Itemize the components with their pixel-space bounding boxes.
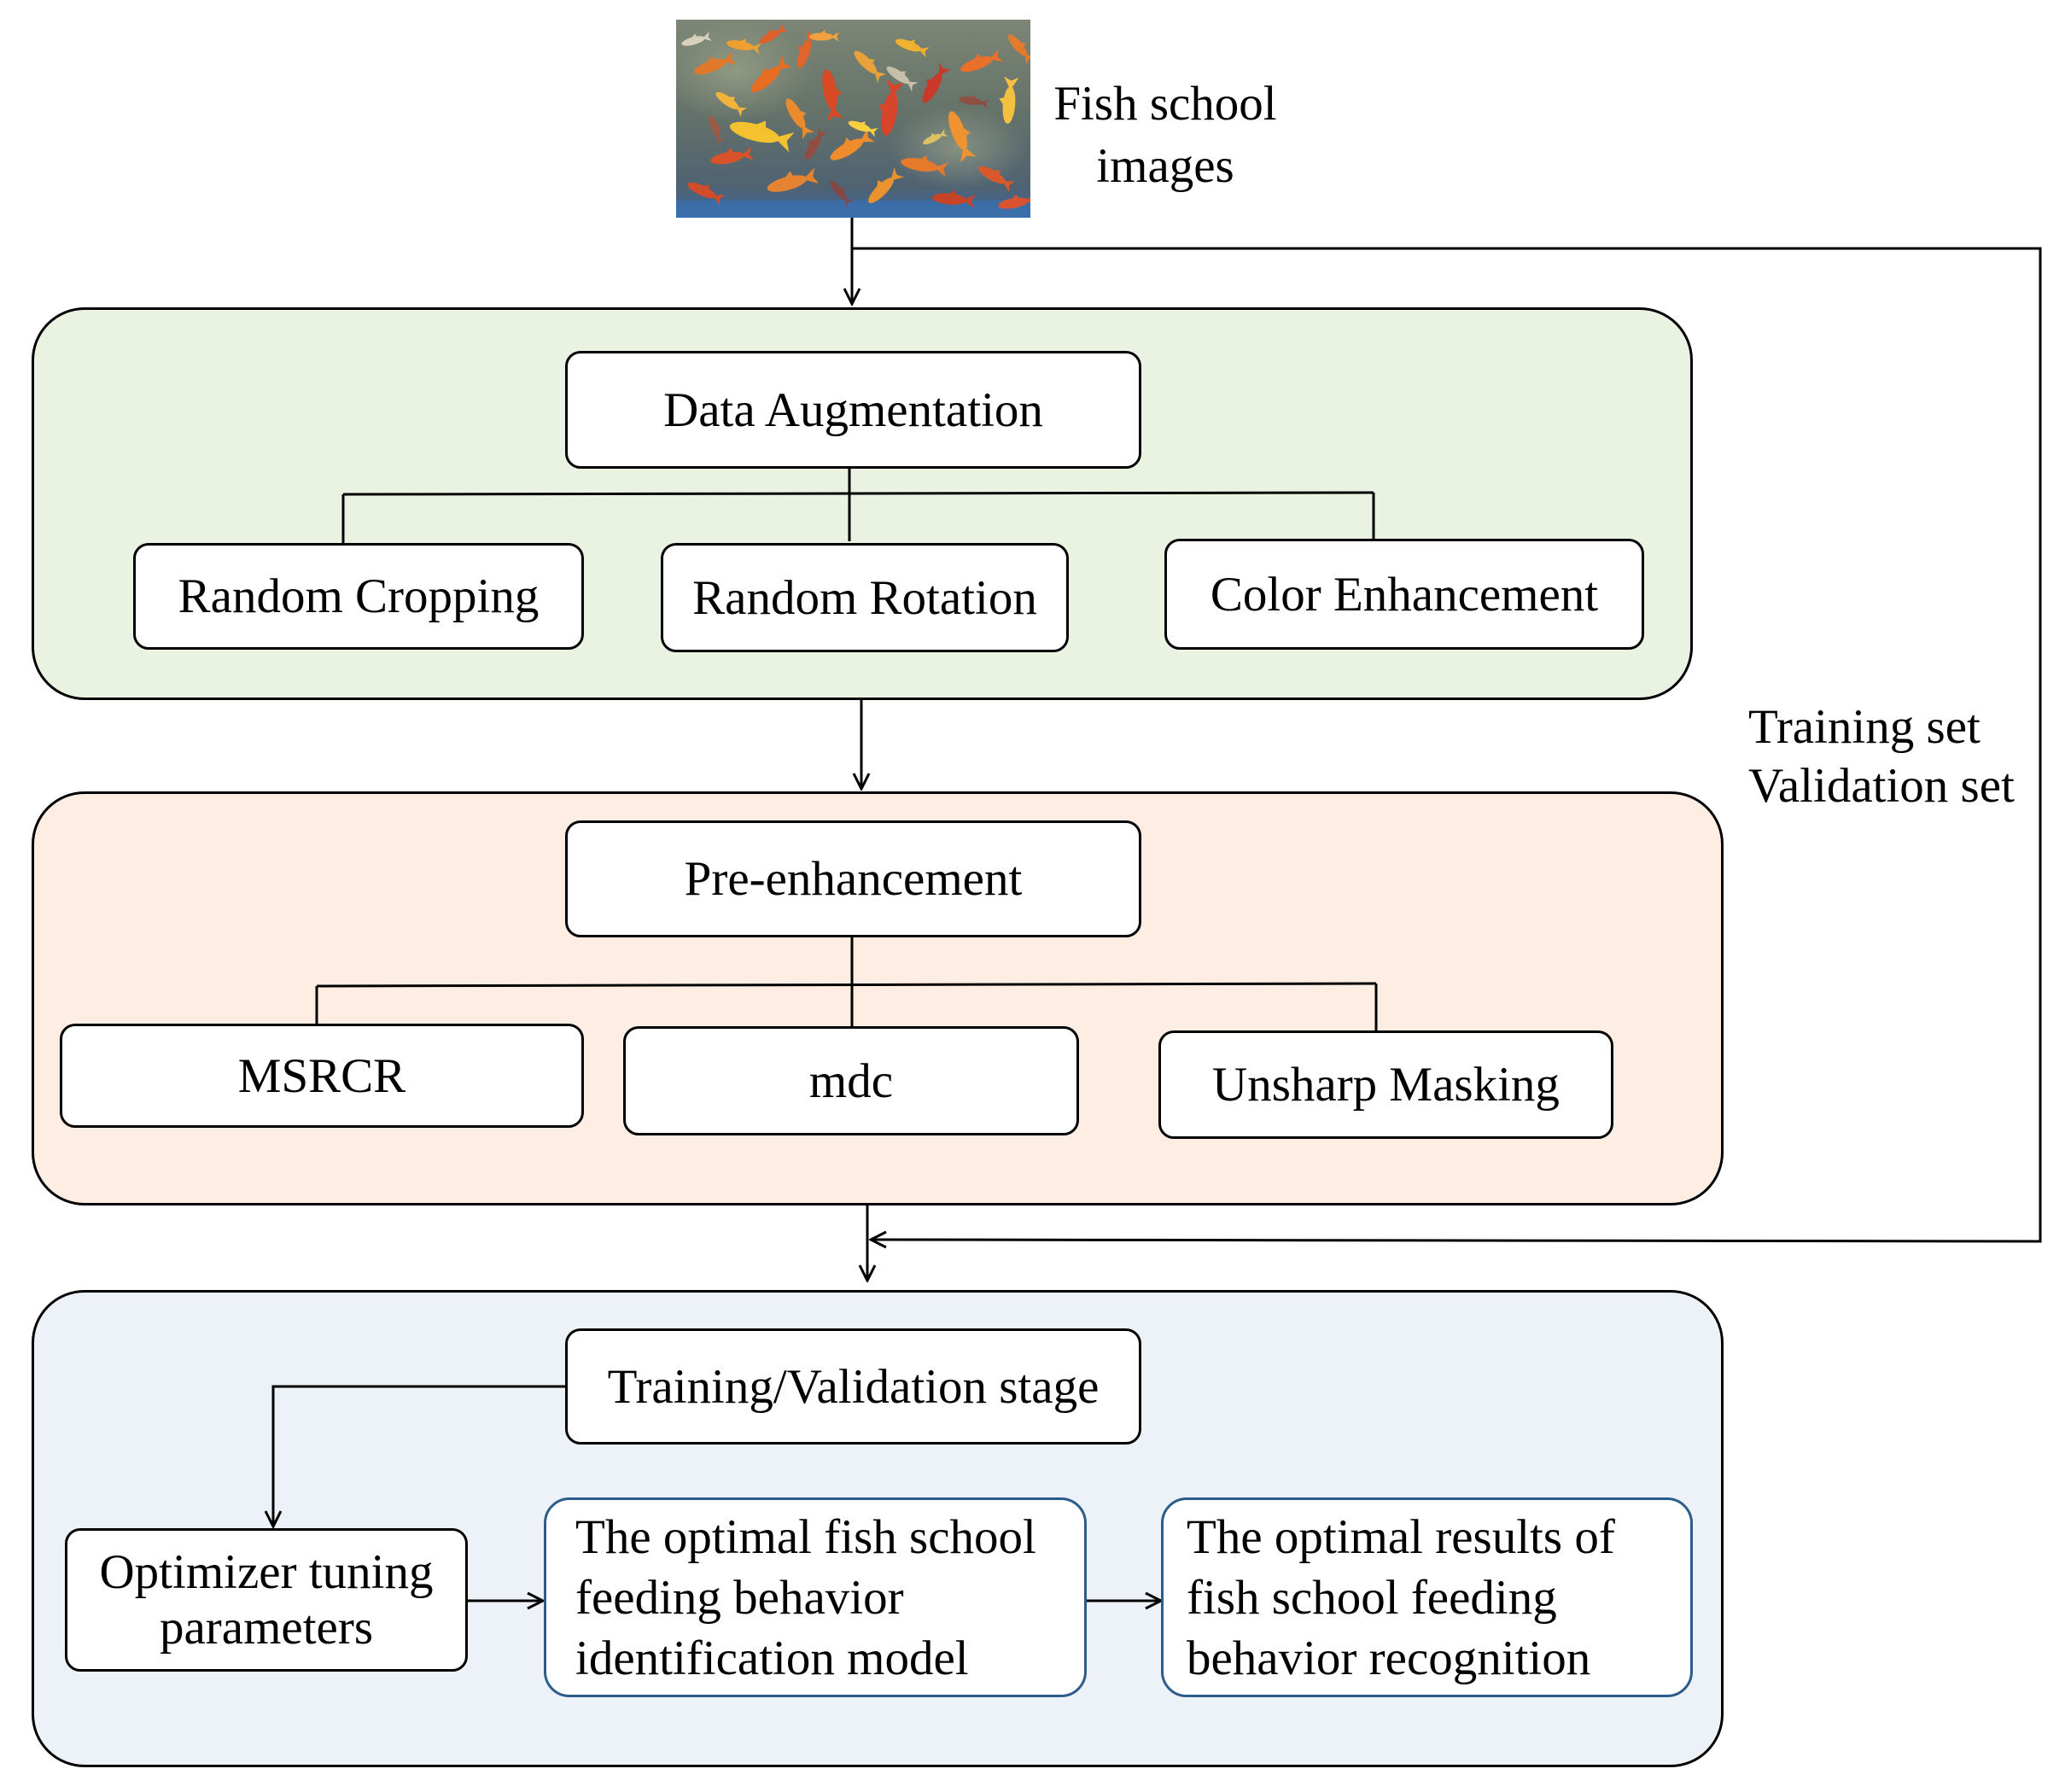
mdc-label: mdc [808,1054,894,1108]
optimal-results-label-line: fish school feeding [1187,1570,1557,1625]
training-set-label: Training set [1748,700,1981,754]
water-edge [676,201,1030,218]
unsharp-masking-label: Unsharp Masking [1212,1058,1560,1112]
training-validation-box: Training/Validation stage [565,1328,1141,1445]
random-rotation-label: Random Rotation [692,570,1037,625]
pre-enhancement-label: Pre-enhancement [684,852,1023,906]
optimizer-label-line: Optimizer tuning [99,1545,434,1599]
optimal-model-label-line: The optimal fish school [575,1509,1036,1564]
random-cropping-box: Random Cropping [133,543,584,650]
optimal-model-label-line: feeding behavior [575,1570,904,1625]
mdc-box: mdc [623,1026,1079,1135]
color-enhancement-box: Color Enhancement [1164,539,1644,650]
fish-school-photo [676,20,1030,218]
random-rotation-box: Random Rotation [661,543,1069,652]
image-caption-line: Fish school [1053,77,1277,131]
augmentation-branch-bar [342,491,1374,496]
unsharp-masking-box: Unsharp Masking [1158,1030,1613,1139]
optimal-results-label-line: The optimal results of [1187,1509,1615,1564]
color-enhancement-label: Color Enhancement [1210,567,1599,622]
image-caption-line: images [1096,139,1234,193]
water-highlight [676,20,813,122]
msrcr-label: MSRCR [237,1048,406,1103]
msrcr-box: MSRCR [60,1024,584,1128]
fish-school-illustration [676,20,1030,218]
optimal-results-box: The optimal results of fish school feedi… [1161,1497,1693,1697]
optimizer-box: Optimizer tuning parameters [65,1528,468,1672]
feedback-loop-arrow [852,247,2042,1241]
optimal-model-box: The optimal fish school feeding behavior… [544,1497,1087,1697]
optimizer-label-line: parameters [159,1601,373,1655]
optimal-model-label-line: identification model [575,1631,969,1685]
data-augmentation-box: Data Augmentation [565,351,1141,469]
arrow-training-to-optimizer [273,1385,565,1526]
random-cropping-label: Random Cropping [178,569,540,623]
pre-enhancement-box: Pre-enhancement [565,820,1141,937]
training-validation-label: Training/Validation stage [607,1359,1100,1414]
pre-enhancement-branch-bar [316,982,1377,988]
feedback-label: Training set Validation set [1748,698,2039,815]
image-caption: Fish school images [1024,73,1306,197]
data-augmentation-label: Data Augmentation [663,382,1043,437]
validation-set-label: Validation set [1748,759,2015,813]
optimal-results-label-line: behavior recognition [1187,1631,1591,1685]
